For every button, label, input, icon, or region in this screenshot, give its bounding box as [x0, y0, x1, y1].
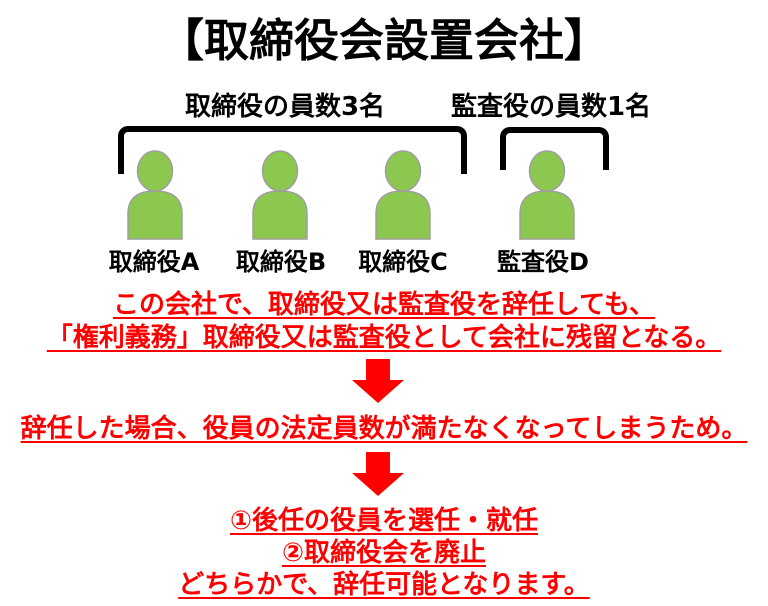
page-title: 【取締役会設置会社】: [158, 14, 610, 67]
consequence-text-line2: 「権利義務」取締役又は監査役として会社に残留となる。: [46, 323, 722, 353]
directors-count-label: 取締役の員数3名: [184, 92, 386, 122]
person-icon-auditor-d: [519, 150, 575, 240]
person-label-director-c: 取締役C: [358, 248, 448, 276]
solution-text-line2: ②取締役会を廃止: [281, 538, 487, 568]
auditors-count-label: 監査役の員数1名: [450, 92, 652, 122]
directors-bracket: [118, 126, 467, 174]
person-label-auditor-d: 監査役D: [497, 248, 589, 276]
person-icon-director-c: [375, 150, 431, 240]
solution-text-line3: どちらかで、辞任可能となります。: [178, 570, 590, 600]
consequence-text-line1: この会社で、取締役又は監査役を辞任しても、: [112, 290, 656, 320]
solution-text-line1: ①後任の役員を選任・就任: [229, 506, 539, 536]
auditors-bracket: [500, 127, 609, 170]
reason-text: 辞任した場合、役員の法定員数が満たなくなってしまうため。: [20, 414, 748, 444]
person-label-director-a: 取締役A: [108, 248, 200, 276]
down-arrow-icon: [352, 359, 404, 403]
person-label-director-b: 取締役B: [235, 248, 327, 276]
down-arrow-icon: [352, 452, 404, 496]
person-icon-director-a: [127, 150, 183, 240]
person-icon-director-b: [252, 150, 308, 240]
